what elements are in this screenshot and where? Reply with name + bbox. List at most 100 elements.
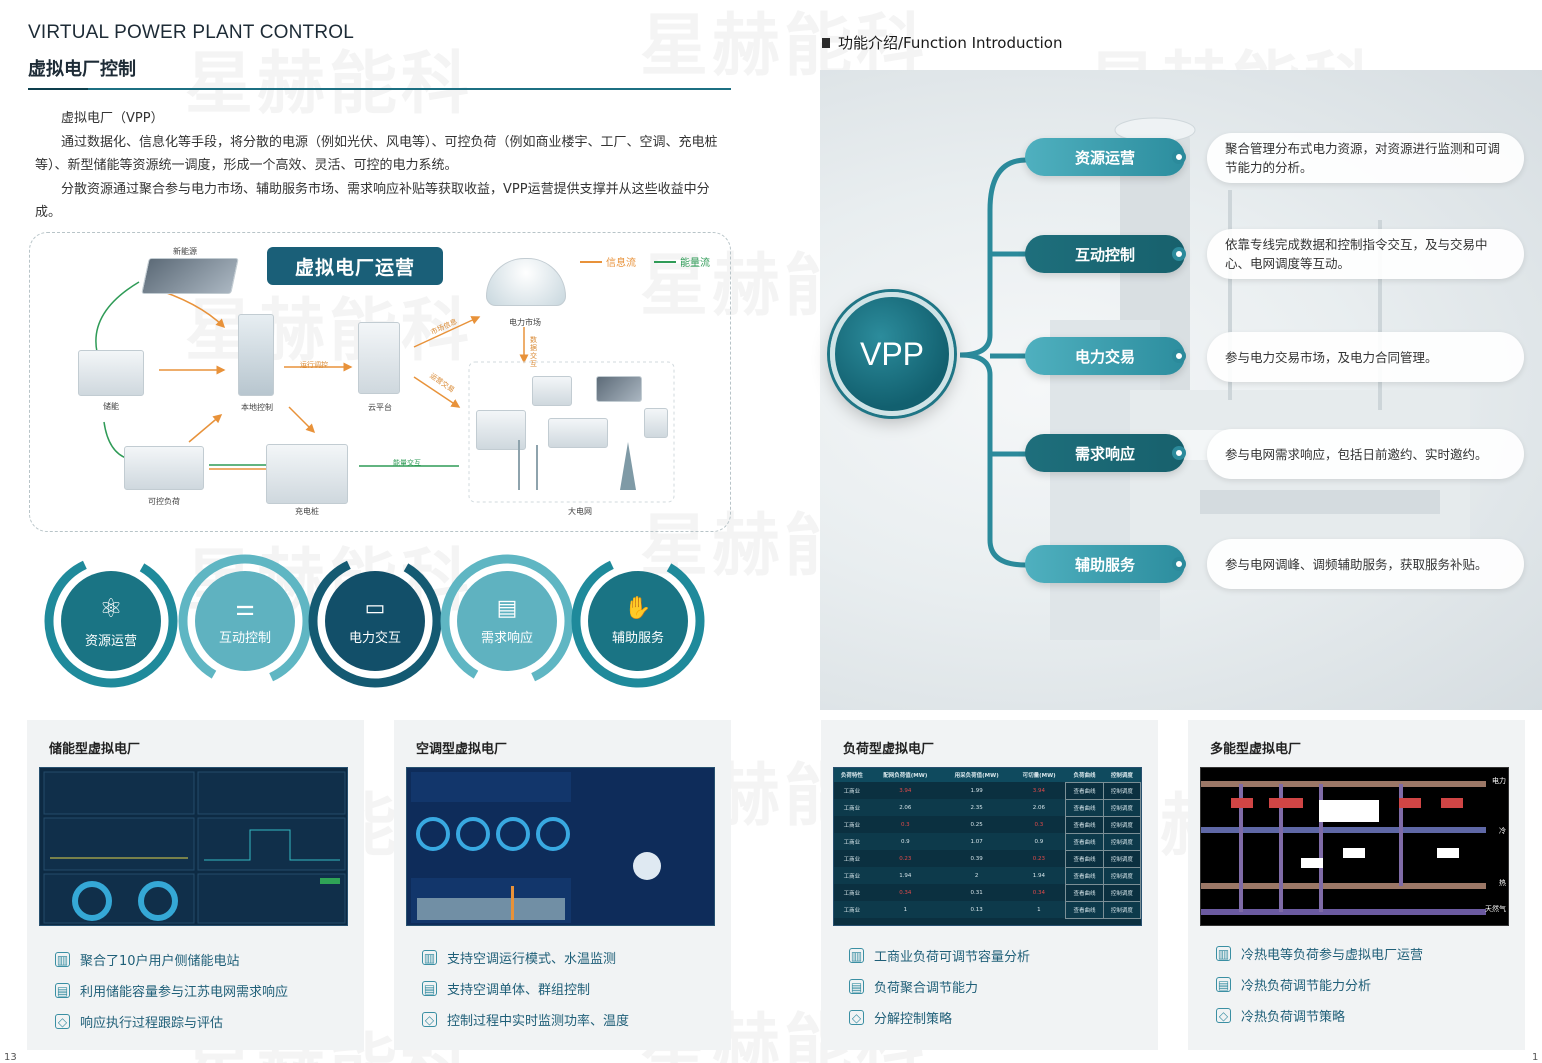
table-cell: 2.06 (899, 804, 912, 811)
load-building-icon (124, 446, 204, 490)
table-cell[interactable]: 控制调度 (1102, 832, 1141, 851)
shield-icon: ◇ (55, 1014, 70, 1029)
feature-item: ▤负荷聚合调节能力 (849, 979, 979, 996)
table-cell[interactable]: 查看曲线 (1065, 815, 1104, 834)
table-cell[interactable]: 控制调度 (1102, 849, 1141, 868)
transmission-tower-icon (620, 442, 636, 490)
table-cell[interactable]: 查看曲线 (1065, 832, 1104, 851)
monitor-wave-icon: ▭ (364, 596, 386, 621)
circle-ring (178, 554, 312, 688)
table-header: 用采负荷值(MW) (954, 773, 999, 779)
legend-energy-flow: 能量流 (654, 254, 710, 269)
page-title-en: VIRTUAL POWER PLANT CONTROL (28, 22, 354, 43)
cloud-platform-icon (358, 322, 400, 394)
document-icon: ▤ (849, 979, 864, 994)
feature-item: ▤支持空调单体、群组控制 (422, 981, 591, 998)
table-cell[interactable]: 查看曲线 (1065, 849, 1104, 868)
dashboard-screenshot (39, 767, 348, 926)
multi-energy-diagram (1201, 781, 1486, 915)
table-cell[interactable]: 查看曲线 (1065, 781, 1104, 800)
storage-station-icon (532, 376, 572, 406)
info-arrow (413, 376, 461, 408)
table-cell[interactable]: 控制调度 (1102, 883, 1141, 902)
circle-ring (44, 554, 178, 688)
table-cell: 工商业 (843, 839, 861, 846)
document-icon: ▤ (55, 983, 70, 998)
feature-item: ◇控制过程中实时监测功率、温度 (422, 1010, 629, 1029)
battery-cabinet-icon (78, 350, 144, 396)
table-cell[interactable]: 查看曲线 (1065, 798, 1104, 817)
building-icon: ▥ (422, 950, 437, 965)
table-cell: 3.94 (899, 787, 912, 794)
table-cell: 0.23 (899, 855, 912, 862)
circle-label: 需求响应 (480, 631, 533, 646)
table-cell: 工商业 (843, 856, 861, 863)
solar-panel-icon (141, 258, 239, 294)
flow-title: 虚拟电厂运营 (267, 247, 443, 285)
panel-ac-vpp: 空调型虚拟电厂 ▥支持空调运行模式、水温监测 ▤支持空调单体、群组控制 ◇控制过… (394, 720, 731, 1050)
table-cell[interactable]: 控制调度 (1102, 866, 1141, 885)
page-title-cn: 虚拟电厂控制 (28, 59, 136, 80)
intro-heading: 虚拟电厂（VPP） (61, 111, 164, 126)
intro-text: 虚拟电厂（VPP） 通过数据化、信息化等手段，将分散的电源（例如光伏、风电等）、… (35, 107, 725, 225)
dashboard-screenshot (406, 767, 715, 926)
solar-farm-icon (596, 376, 642, 402)
table-cell[interactable]: 控制调度 (1102, 781, 1141, 800)
function-pill-ancillary: 辅助服务 (1025, 545, 1185, 583)
function-pill-demand: 需求响应 (1025, 434, 1185, 472)
feature-item: ▥工商业负荷可调节容量分析 (849, 948, 1031, 965)
table-cell: 0.34 (1032, 889, 1046, 896)
title-divider (28, 88, 731, 90)
circle-demand-response: ▤ 需求响应 (436, 550, 578, 692)
table-cell: 工商业 (843, 907, 861, 914)
table-header: 负荷曲线 (1073, 772, 1096, 779)
vpp-center-badge: VPP (830, 292, 954, 416)
dashboard-screenshot: 负荷特性 配网负荷值(MW) 用采负荷值(MW) 可切量(MW) 负荷曲线 控制… (833, 767, 1142, 926)
brace-connector (959, 157, 1027, 568)
node-storage: 储能 (103, 402, 119, 411)
table-cell[interactable]: 查看曲线 (1065, 900, 1104, 919)
node-grid: 大电网 (568, 507, 592, 516)
circle-ring (440, 554, 574, 688)
table-cell[interactable]: 控制调度 (1102, 815, 1141, 834)
bus-label-heat: 热 (1499, 879, 1506, 887)
feature-item: ◇冷热负荷调节策略 (1216, 1006, 1345, 1025)
storage-dashboard (43, 771, 346, 924)
label-trade: 数据交互 (530, 336, 537, 368)
circle-inner: ▤ 需求响应 (457, 571, 557, 671)
square-bullet-icon (822, 37, 830, 48)
factory-icon (476, 410, 526, 450)
table-cell: 0.9 (900, 838, 910, 845)
local-controller-icon (238, 314, 274, 396)
feature-item: ▥冷热电等负荷参与虚拟电厂运营 (1216, 946, 1424, 963)
info-arrow (188, 414, 223, 443)
connector-dot (1172, 150, 1186, 164)
table-cell: 0.31 (970, 889, 983, 896)
connector-dot (1172, 349, 1186, 363)
grid-region (468, 361, 675, 503)
bus-label-power: 电力 (1492, 777, 1506, 785)
table-cell[interactable]: 查看曲线 (1065, 883, 1104, 902)
table-cell[interactable]: 控制调度 (1102, 900, 1141, 919)
flow-diagram (29, 232, 731, 532)
table-cell: 1.99 (970, 787, 983, 794)
function-pill-control: 互动控制 (1025, 235, 1185, 273)
table-header: 控制调度 (1110, 772, 1133, 779)
connector-dot (1172, 446, 1186, 460)
function-desc: 参与电网调峰、调频辅助服务，获取服务补贴。 (1207, 539, 1524, 589)
page-number-right: 1 (1532, 1052, 1539, 1063)
circle-label: 电力交互 (348, 631, 401, 646)
table-cell[interactable]: 控制调度 (1102, 798, 1141, 817)
table-cell[interactable]: 查看曲线 (1065, 866, 1104, 885)
table-cell: 0.3 (1034, 821, 1044, 828)
bus-label-gas: 天然气 (1485, 905, 1506, 913)
wind-turbine-icon (536, 445, 538, 490)
panel-storage-vpp: 储能型虚拟电厂 ▥聚合了10户用户侧储能电站 ▤利用储能容量参与江苏电网需求响应… (27, 720, 364, 1050)
document-exchange-icon: ▤ (496, 596, 518, 621)
table-cell: 2 (974, 872, 979, 879)
panel-title: 储能型虚拟电厂 (49, 742, 141, 757)
ac-dashboard (411, 772, 661, 923)
